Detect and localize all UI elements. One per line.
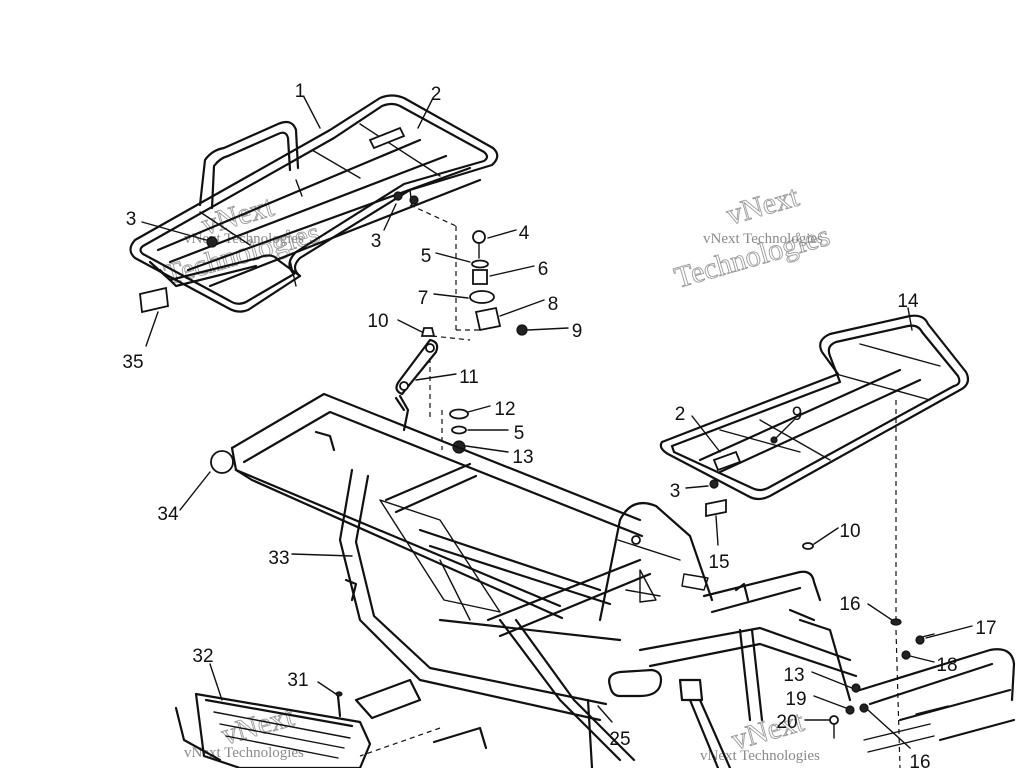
callout-c32: 32 (192, 646, 213, 667)
callout-c35: 35 (122, 352, 143, 373)
watermark-line1: vNext (723, 180, 803, 232)
front-rack (129, 94, 499, 314)
footrest (174, 691, 441, 768)
callout-c2b: 2 (675, 404, 686, 425)
callout-c9b: 9 (792, 404, 803, 425)
side-hardware (802, 400, 935, 768)
callout-c3c: 3 (670, 481, 681, 502)
watermark-bottom-right: vNext vNext Technologies (700, 704, 820, 764)
strut-assembly (394, 327, 471, 454)
callout-c13a: 13 (512, 447, 533, 468)
mount-hardware (409, 204, 528, 336)
callout-c1: 1 (295, 81, 306, 102)
callout-c3b: 3 (371, 231, 382, 252)
callout-c16a: 16 (839, 594, 860, 615)
callout-c4: 4 (519, 223, 530, 244)
watermark-top-right: vNext Technologies vNext Technologies (670, 179, 833, 295)
callout-c15: 15 (708, 552, 729, 573)
callout-c9a: 9 (572, 321, 583, 342)
callout-c5b: 5 (514, 423, 525, 444)
callout-c11: 11 (459, 367, 479, 388)
callout-c17: 17 (975, 618, 996, 639)
callout-c19: 19 (785, 689, 806, 710)
watermark-small: vNext Technologies (700, 748, 820, 764)
callout-c18: 18 (936, 655, 957, 676)
callout-c16b: 16 (909, 752, 930, 768)
callout-c10a: 10 (367, 311, 388, 332)
callout-c13b: 13 (783, 665, 804, 686)
callout-c20: 20 (776, 712, 797, 733)
callout-c6: 6 (538, 259, 549, 280)
callout-c34: 34 (157, 504, 179, 525)
main-frame (210, 392, 1016, 768)
callout-c8: 8 (548, 294, 559, 315)
callout-c2a: 2 (431, 84, 442, 105)
watermark-small: vNext Technologies (703, 231, 823, 247)
callout-c33: 33 (268, 548, 289, 569)
callout-c12: 12 (494, 399, 515, 420)
callout-c25: 25 (609, 729, 630, 750)
callout-c5a: 5 (421, 246, 432, 267)
callout-c7: 7 (418, 288, 429, 309)
callout-c14: 14 (897, 291, 919, 312)
callout-c10b: 10 (839, 521, 860, 542)
rear-rack (659, 314, 970, 518)
callout-c3a: 3 (126, 209, 137, 230)
leader-lines (141, 96, 973, 749)
callout-c31: 31 (287, 670, 308, 691)
